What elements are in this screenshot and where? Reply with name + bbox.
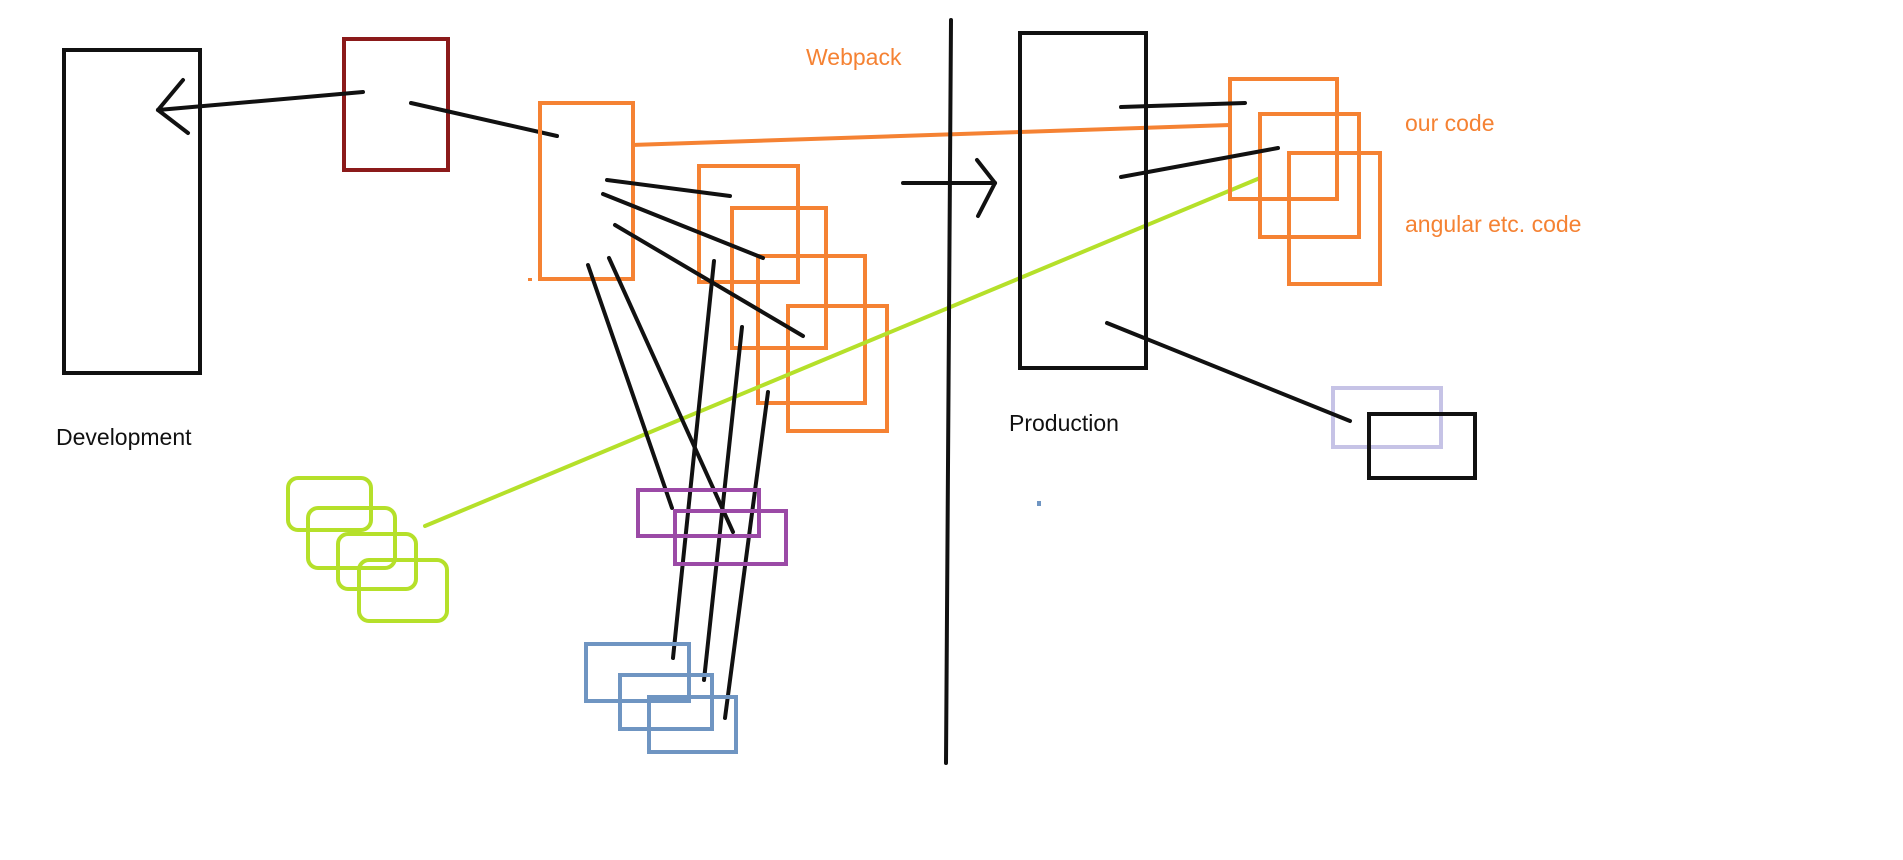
blue-box-2 [618,673,714,731]
green-box-1 [286,476,373,532]
bundle-box [538,101,635,281]
angular-code-box [1287,151,1382,286]
black-small-box [1367,412,1477,480]
entry-module-box [342,37,450,172]
orange-link-line [632,123,1231,147]
orange-cascade-box-3 [756,254,867,405]
angular-code-label: angular etc. code [1405,211,1582,237]
our-code-label: our code [1405,110,1495,136]
orange-cascade-box-2 [730,206,828,350]
connector-cascade-blue-3 [723,390,770,720]
webpack-label: Webpack [806,44,902,70]
connector-bundle-purple-2 [607,256,735,534]
connector-production-1 [1119,101,1247,109]
blue-dot [1037,501,1041,506]
production-label: Production [1009,410,1119,436]
development-box [62,48,202,375]
orange-cascade-box-4 [786,304,889,433]
connector-production-2 [1119,146,1280,179]
divider-line [944,18,953,765]
connector-bundle-purple-1 [586,263,674,510]
blue-box-1 [584,642,691,703]
arrow-to-development [156,90,365,112]
arrow-head-development-upper [156,78,185,112]
our-code-box-2 [1258,112,1361,239]
green-box-2 [306,506,397,570]
purple-box-2 [673,509,788,566]
blue-box-3 [647,695,738,754]
orange-dot [528,278,532,281]
connector-bundle-1 [605,178,732,198]
arrow-head-production-lower [976,181,997,218]
production-box [1018,31,1148,370]
green-link-line [423,176,1262,528]
our-code-box-1 [1228,77,1339,201]
green-box-4 [357,558,449,623]
connector-bundle-2 [601,192,765,260]
lavender-box [1331,386,1443,449]
arrow-head-development-lower [156,108,190,135]
connector-bundle-3 [613,223,805,338]
connector-cascade-blue-1 [671,259,716,660]
arrow-head-production-upper [975,158,997,185]
connector-cascade-blue-2 [702,325,744,682]
connector-red-to-bundle [409,101,559,138]
connector-production-3 [1105,321,1352,423]
orange-cascade-box-1 [697,164,800,284]
development-label: Development [56,424,192,450]
